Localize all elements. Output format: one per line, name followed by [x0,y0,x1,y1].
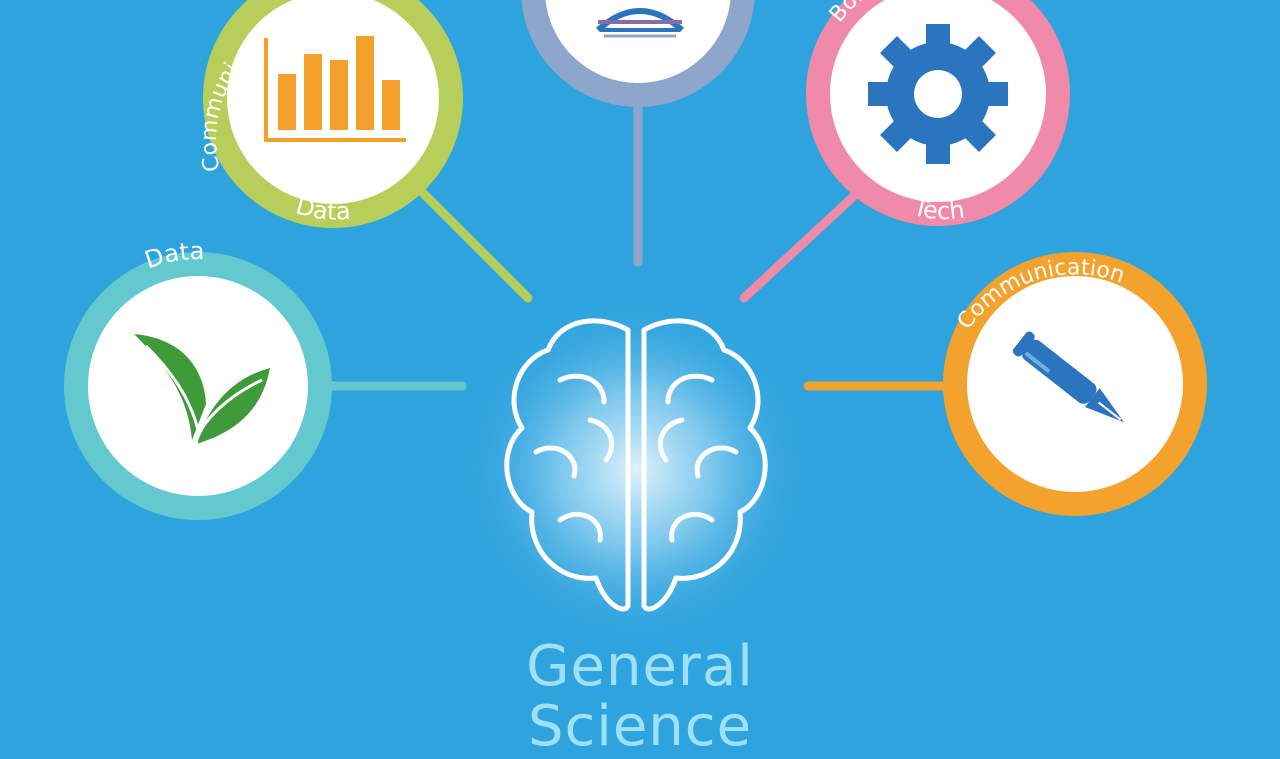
node-pen: Communication [943,252,1207,516]
diagram-subtitle: Science [527,694,753,759]
node-chart: Communi... Data [197,0,463,228]
connector-gear [739,190,860,303]
fountain-pen-icon [1012,331,1124,423]
diagram-title: General [526,634,754,699]
stacked-layers-icon [595,8,685,38]
connector-chart [415,185,533,303]
bar-chart-icon [264,36,406,142]
leaf-icon [134,334,270,445]
node-gear: Bo... ...t Tech [806,0,1070,226]
gear-bottom-label: Tech [910,193,966,225]
brain-icon [461,295,811,645]
node-top-center [521,0,755,107]
concept-diagram: Communi... Data [64,0,1207,645]
gear-icon [868,24,1008,164]
node-leaf: Data [64,237,332,520]
